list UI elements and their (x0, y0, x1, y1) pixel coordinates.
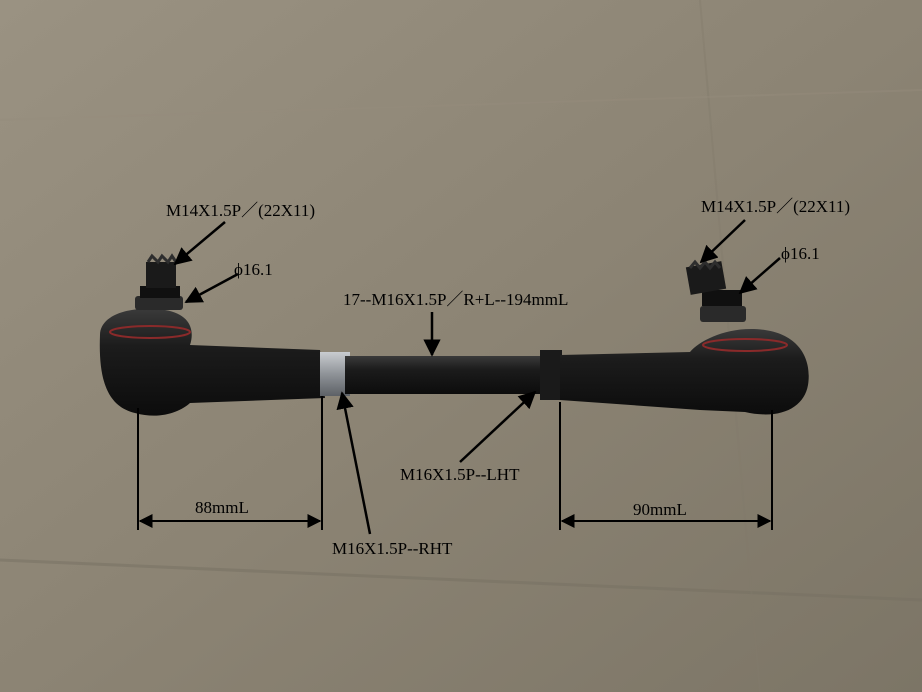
arrow-rht (336, 391, 372, 535)
center-rod (320, 350, 562, 400)
thread-spec-left-label: M14X1.5P／(22X11) (166, 201, 316, 220)
arrow-phi-right (738, 257, 781, 295)
left-tie-rod-end (99, 253, 326, 416)
right-hand-thread-label: M16X1.5P--RHT (332, 539, 453, 558)
dimension-left-label: 88mmL (195, 498, 249, 517)
arrow-thread-right (699, 219, 746, 264)
arrow-lht (459, 390, 537, 463)
annotation-arrows (173, 219, 781, 535)
dimension-right-label: 90mmL (633, 500, 687, 519)
thread-spec-right-label: M14X1.5P／(22X11) (701, 197, 851, 216)
center-rod-label: 17--M16X1.5P／R+L--194mmL (343, 290, 569, 309)
cardboard-crease (0, 558, 922, 602)
left-hand-thread-label: M16X1.5P--LHT (400, 465, 520, 484)
diameter-right-label: ϕ16.1 (781, 244, 820, 263)
arrow-phi-left (184, 272, 239, 304)
arrow-thread-left (173, 221, 226, 266)
diameter-left-label: ϕ16.1 (234, 260, 273, 279)
cardboard-crease (0, 89, 922, 121)
dimension-lines (137, 396, 773, 530)
right-tie-rod-end (560, 259, 809, 415)
